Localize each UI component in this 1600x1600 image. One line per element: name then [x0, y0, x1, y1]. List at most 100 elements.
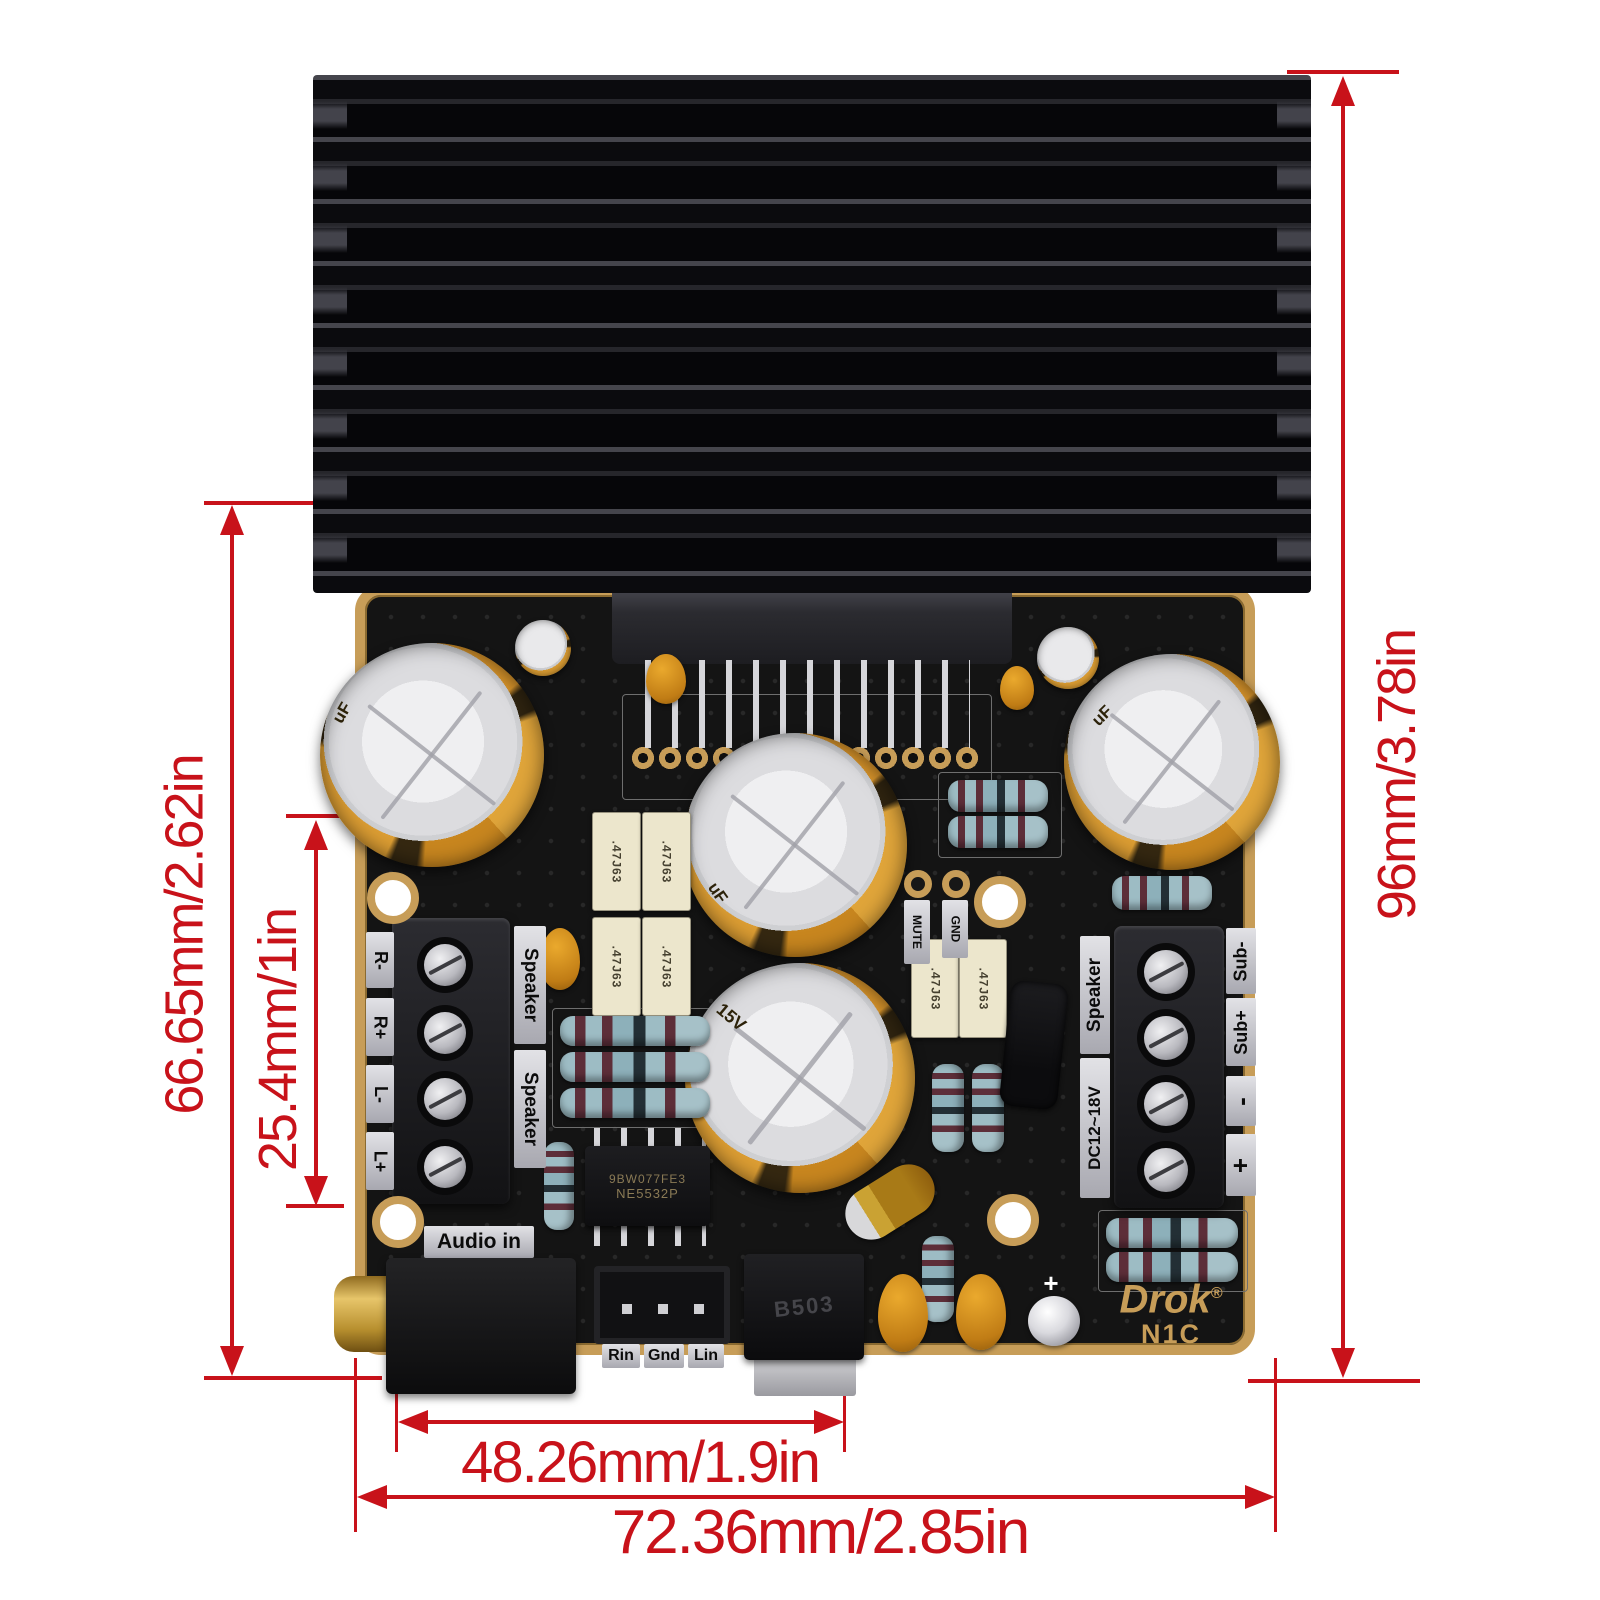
dim-254-label: 25.4mm/1in — [248, 908, 309, 1172]
ceramic-capacitor — [878, 1274, 928, 1352]
ic-marking: NE5532P — [616, 1185, 679, 1201]
speaker-label: Speaker — [1080, 936, 1110, 1054]
ceramic-capacitor — [540, 928, 580, 990]
mute-pad — [904, 870, 932, 898]
rin-label: Rin — [602, 1344, 640, 1368]
dim-254-top-tick — [286, 814, 344, 818]
film-capacitor-marking: .47J63 — [659, 945, 674, 988]
dim-96mm-bottom-tick — [1248, 1379, 1420, 1383]
film-capacitor: .47J63 — [592, 917, 641, 1016]
led-plus-mark: + — [1043, 1268, 1059, 1298]
speaker-terminal-block — [392, 918, 510, 1204]
film-capacitor-marking: .47J63 — [927, 967, 942, 1010]
dim-6665-bottom-tick — [204, 1376, 382, 1380]
mounting-hole — [974, 876, 1026, 928]
film-capacitor: .47J63 — [642, 917, 691, 1016]
resistor — [1106, 1252, 1238, 1282]
dim-4826-left-ext — [395, 1388, 398, 1452]
speaker-label: Speaker — [514, 926, 546, 1044]
resistor — [544, 1142, 574, 1230]
terminal-screw[interactable] — [424, 1078, 466, 1120]
sub-plus-label: Sub+ — [1226, 998, 1256, 1066]
resistor — [1106, 1218, 1238, 1248]
gnd-label: GND — [942, 900, 968, 958]
power-input-label: DC12~18V — [1080, 1058, 1110, 1198]
resistor — [932, 1064, 964, 1152]
terminal-label: R+ — [366, 998, 394, 1056]
terminal-screw[interactable] — [1144, 1082, 1188, 1126]
dim-254-line — [314, 828, 318, 1200]
dim-4826-arrow-right — [814, 1410, 844, 1434]
film-capacitor-marking: .47J63 — [609, 945, 624, 988]
brand-logo: Drok® N1C — [1096, 1274, 1246, 1356]
terminal-screw[interactable] — [424, 1146, 466, 1188]
dim-254-arrow-up — [304, 820, 328, 850]
film-capacitor: .47J63 — [642, 812, 691, 911]
dim-7236-line — [370, 1495, 1262, 1499]
dim-254-bottom-tick — [286, 1204, 344, 1208]
heatsink-left-fins — [313, 75, 347, 593]
mounting-hole — [372, 1196, 424, 1248]
resistor — [948, 816, 1048, 848]
sub-minus-label: Sub- — [1226, 928, 1256, 994]
resistor — [972, 1064, 1004, 1152]
dim-4826-arrow-left — [398, 1410, 428, 1434]
speaker-label: Speaker — [514, 1050, 546, 1168]
terminal-label: L+ — [366, 1132, 394, 1190]
header-pin — [694, 1304, 704, 1314]
small-capacitor — [1037, 627, 1099, 689]
dim-96mm-top-tick — [1287, 70, 1399, 74]
model-number: N1C — [1140, 1319, 1201, 1350]
registered-mark: ® — [1210, 1285, 1223, 1302]
opamp-ic: 9BW077FE3 NE5532P — [585, 1146, 710, 1226]
terminal-screw[interactable] — [1144, 950, 1188, 994]
regulator-marking: B503 — [772, 1290, 836, 1323]
resistor — [560, 1052, 710, 1082]
audio-in-label: Audio in — [424, 1226, 534, 1258]
regulator-body: B503 — [744, 1254, 864, 1360]
resistor-outline — [938, 772, 1062, 858]
dim-7236-right-ext — [1274, 1358, 1277, 1532]
audio-jack-barrel[interactable] — [334, 1276, 394, 1352]
audio-jack-body[interactable] — [386, 1258, 576, 1394]
capacitor-marking: uF — [1087, 701, 1117, 730]
resistor — [560, 1016, 710, 1046]
terminal-screw[interactable] — [424, 944, 466, 986]
film-capacitor-marking: .47J63 — [609, 840, 624, 883]
terminal-screw[interactable] — [424, 1012, 466, 1054]
resistor-outline — [1098, 1210, 1248, 1292]
terminal-label: L- — [366, 1065, 394, 1123]
dim-96mm-arrow-up — [1331, 76, 1355, 106]
dim-4826-line — [410, 1420, 834, 1424]
ic-pins-top — [594, 1128, 706, 1150]
terminal-screw[interactable] — [1144, 1148, 1188, 1192]
dim-96mm-line — [1341, 84, 1345, 1372]
ceramic-capacitor — [956, 1274, 1006, 1350]
film-capacitor: .47J63 — [959, 939, 1007, 1038]
film-capacitor: .47J63 — [592, 812, 641, 911]
power-terminal-block — [1114, 926, 1224, 1208]
dim-96mm-label: 96mm/3.78in — [1367, 629, 1428, 921]
input-pin-header[interactable] — [594, 1266, 730, 1344]
film-capacitor-marking: .47J63 — [975, 967, 990, 1010]
large-capacitor: 15V — [685, 963, 915, 1193]
led — [1028, 1296, 1080, 1346]
dim-6665-top-tick — [204, 501, 332, 505]
capacitor-marking: uF — [328, 699, 356, 727]
dim-7236-arrow-right — [1245, 1485, 1275, 1509]
dim-7236-label: 72.36mm/2.85in — [611, 1497, 1031, 1567]
large-capacitor: uF — [683, 733, 907, 957]
mounting-hole — [987, 1194, 1039, 1246]
mounting-hole — [367, 872, 419, 924]
dim-96mm-arrow-down — [1331, 1348, 1355, 1378]
terminal-screw[interactable] — [1144, 1016, 1188, 1060]
ic-marking: 9BW077FE3 — [608, 1171, 687, 1186]
dim-7236-left-ext — [354, 1358, 357, 1532]
minus-label: - — [1225, 1076, 1256, 1126]
dim-7236-arrow-left — [357, 1485, 387, 1509]
brand-name: Drok — [1119, 1277, 1211, 1322]
gnd-pad — [942, 870, 970, 898]
dim-6665-line — [230, 512, 234, 1370]
large-capacitor: uF — [320, 643, 544, 867]
